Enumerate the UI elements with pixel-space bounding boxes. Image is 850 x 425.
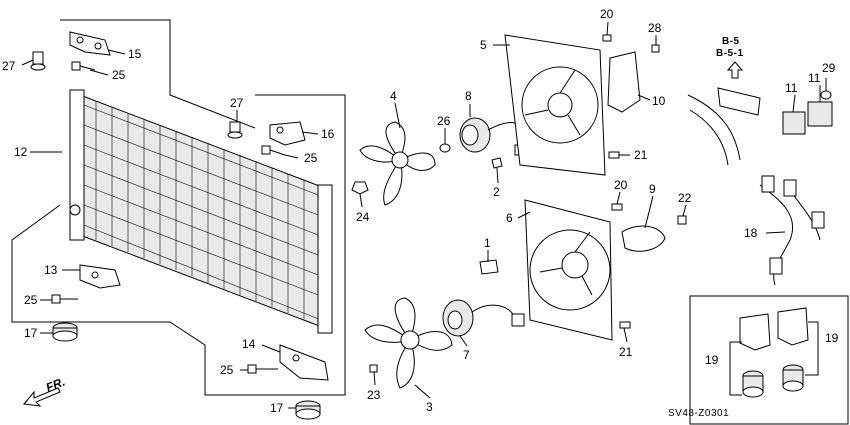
cover-10-part[interactable] <box>607 51 641 113</box>
relay-11-right[interactable] <box>807 101 833 127</box>
callout-13[interactable]: 13 <box>44 263 58 277</box>
callout-labels: 27 15 25 12 13 25 17 27 16 25 14 25 17 4… <box>2 7 839 415</box>
callout-1[interactable]: 1 <box>484 236 491 250</box>
callout-20[interactable]: 20 <box>600 7 614 21</box>
bracket-19-left[interactable] <box>739 313 771 398</box>
inset-box <box>689 295 849 425</box>
callout-14[interactable]: 14 <box>242 337 256 351</box>
nut-24[interactable] <box>351 181 369 195</box>
front-arrow-icon <box>23 387 61 407</box>
bolt-23[interactable] <box>369 364 378 373</box>
callout-11[interactable]: 11 <box>785 81 798 95</box>
motor-7-part[interactable] <box>442 299 525 337</box>
bolt-27-middle[interactable] <box>227 121 243 139</box>
callout-5[interactable]: 5 <box>480 38 487 52</box>
shroud-6-part[interactable] <box>524 199 613 341</box>
cushion-17-upper[interactable] <box>52 322 78 342</box>
bolt-25-lower[interactable] <box>247 364 278 374</box>
callout-10[interactable]: 10 <box>652 94 666 108</box>
bolt-25-lower-left[interactable] <box>51 294 78 304</box>
fan-4-part[interactable] <box>359 121 436 206</box>
bracket-13-part[interactable] <box>79 264 121 289</box>
callout-26[interactable]: 26 <box>437 114 451 128</box>
callout-17[interactable]: 17 <box>270 401 284 415</box>
callout-20[interactable]: 20 <box>614 178 628 192</box>
condenser-part[interactable] <box>69 89 333 334</box>
callout-19[interactable]: 19 <box>825 331 839 345</box>
relay-11-left[interactable] <box>782 111 806 135</box>
callout-15[interactable]: 15 <box>128 47 142 61</box>
callout-6[interactable]: 6 <box>506 211 513 225</box>
callout-8[interactable]: 8 <box>465 89 472 103</box>
callout-7[interactable]: 7 <box>463 348 470 362</box>
bolt-20-upper[interactable] <box>602 34 612 42</box>
bolt-20-lower[interactable] <box>611 203 623 211</box>
relay-mount-area <box>687 87 761 166</box>
callout-12[interactable]: 12 <box>14 145 28 159</box>
callout-21[interactable]: 21 <box>634 148 648 162</box>
callout-2[interactable]: 2 <box>493 185 500 199</box>
cover-9-part[interactable] <box>621 225 666 252</box>
callout-23[interactable]: 23 <box>367 388 381 402</box>
bracket-16-part[interactable] <box>269 121 306 146</box>
leader-lines <box>21 21 827 409</box>
front-label: FR. <box>44 375 67 395</box>
bolt-25-upper[interactable] <box>71 61 96 71</box>
callout-24[interactable]: 24 <box>356 210 370 224</box>
callout-3[interactable]: 3 <box>426 400 433 414</box>
callout-27[interactable]: 27 <box>2 59 16 73</box>
clip-1[interactable] <box>479 259 499 275</box>
bracket-14-part[interactable] <box>279 344 329 381</box>
callout-21[interactable]: 21 <box>619 345 633 359</box>
callout-25[interactable]: 25 <box>24 293 38 307</box>
bracket-19-right[interactable] <box>777 307 809 392</box>
callout-4[interactable]: 4 <box>390 89 397 103</box>
callout-11[interactable]: 11 <box>808 71 821 85</box>
bolt-25-middle[interactable] <box>261 145 286 156</box>
callout-28[interactable]: 28 <box>648 21 662 35</box>
bolt-21-lower[interactable] <box>619 321 631 329</box>
callout-16[interactable]: 16 <box>321 127 335 141</box>
bolt-21-upper[interactable] <box>608 151 620 159</box>
nut-29[interactable] <box>820 90 832 100</box>
callout-17[interactable]: 17 <box>24 326 38 340</box>
callout-18[interactable]: 18 <box>744 226 758 240</box>
bolt-27-upper[interactable] <box>30 51 46 71</box>
harness-18-part[interactable] <box>759 175 825 286</box>
callout-29[interactable]: 29 <box>822 61 836 75</box>
callout-25[interactable]: 25 <box>112 68 126 82</box>
callout-27[interactable]: 27 <box>230 96 244 110</box>
callout-22[interactable]: 22 <box>678 191 692 205</box>
callout-9[interactable]: 9 <box>649 182 656 196</box>
bolt-28[interactable] <box>651 44 660 53</box>
callout-25[interactable]: 25 <box>220 363 234 377</box>
clip-2[interactable] <box>491 157 503 169</box>
bolt-22[interactable] <box>677 215 687 225</box>
shroud-5-part[interactable] <box>504 34 606 176</box>
ref-code-b5: B-5 <box>722 36 740 47</box>
fan-3-part[interactable] <box>364 297 453 389</box>
cushion-17-lower[interactable] <box>295 400 321 420</box>
diagram-code: SV48-Z0301 <box>668 408 729 419</box>
callout-25[interactable]: 25 <box>304 151 318 165</box>
ref-code-b51: B-5-1 <box>716 48 744 59</box>
ref-arrow-up-icon <box>726 61 744 79</box>
callout-19[interactable]: 19 <box>705 353 719 367</box>
nut-26[interactable] <box>439 143 451 153</box>
bracket-15-part[interactable] <box>69 31 111 56</box>
